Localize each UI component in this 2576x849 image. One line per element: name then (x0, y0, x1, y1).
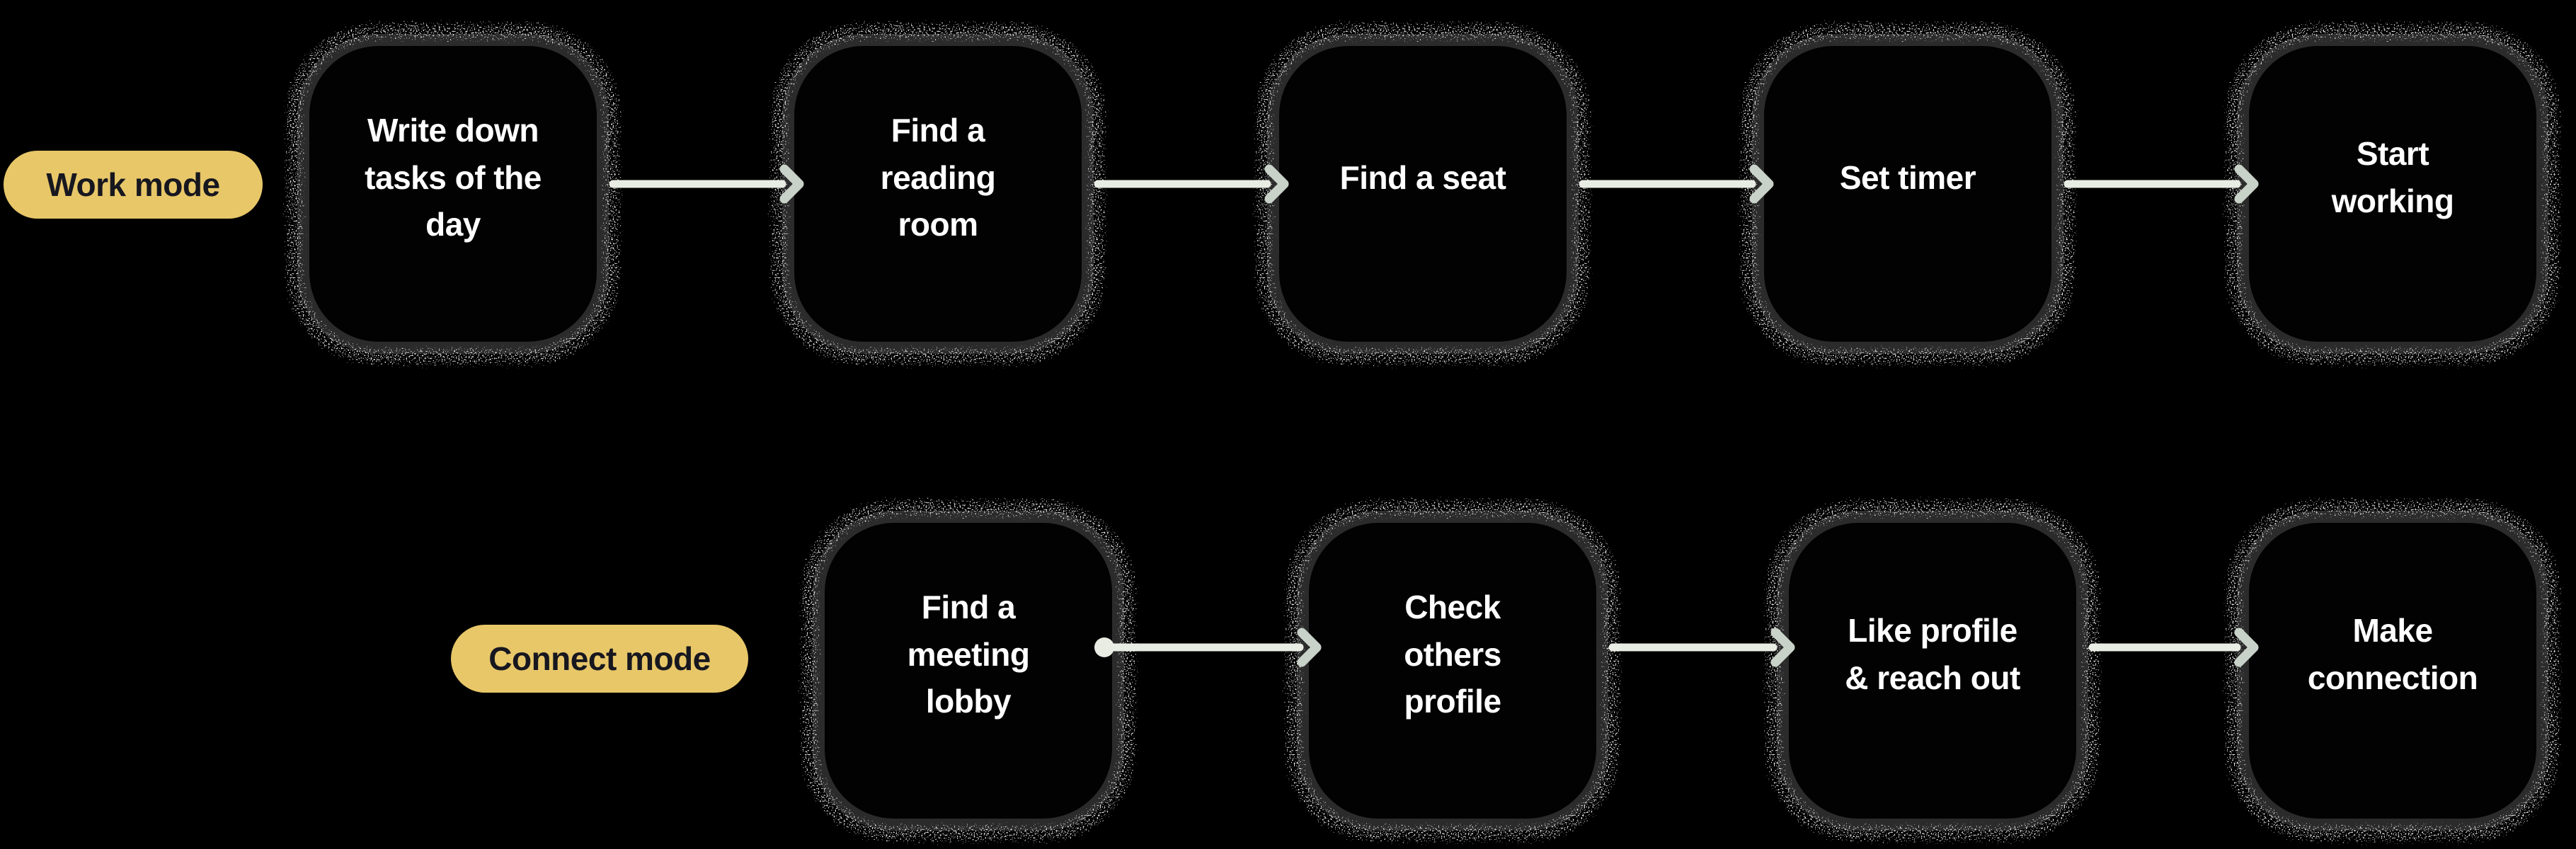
node-body: Write down tasks of the day (297, 34, 609, 354)
node-label: Find a reading room (880, 111, 996, 243)
badge-work-mode-label: Work mode (46, 166, 220, 203)
node-label: Start working (2331, 135, 2454, 219)
node-body: Set timer (1752, 34, 2063, 354)
node-label: Set timer (1839, 158, 1976, 196)
arrow-work-4 (2063, 164, 2259, 204)
arrow-work-3 (1579, 164, 1774, 204)
arrow-head-icon (1770, 628, 1795, 667)
node-body: Start working (2237, 34, 2548, 354)
arrow-connect-1 (1094, 628, 1322, 667)
node-find-meeting-lobby: Find a meeting lobby (794, 492, 1143, 849)
arrow-connect-3 (2088, 628, 2259, 667)
node-label: Write down tasks of the day (365, 111, 542, 243)
node-find-a-seat: Find a seat (1249, 16, 1597, 372)
node-body: Find a seat (1267, 34, 1579, 354)
node-start-working: Start working (2219, 16, 2567, 372)
arrow-head-icon (1264, 164, 1289, 204)
arrow-head-icon (1749, 164, 1774, 204)
node-find-reading-room: Find a reading room (764, 16, 1112, 372)
arrow-head-icon (2234, 628, 2259, 667)
node-body: Find a meeting lobby (813, 511, 1124, 831)
node-label: Check others profile (1404, 588, 1501, 720)
badge-connect-mode: Connect mode (451, 625, 748, 693)
arrow-work-1 (609, 164, 804, 204)
badge-connect-mode-label: Connect mode (488, 640, 711, 677)
arrow-connect-2 (1608, 628, 1795, 667)
node-label: Like profile & reach out (1845, 612, 2020, 696)
node-like-profile-reach-out: Like profile & reach out (1758, 492, 2107, 849)
arrow-head-icon (2234, 164, 2259, 204)
node-body: Make connection (2237, 511, 2548, 831)
node-label: Find a seat (1339, 158, 1506, 196)
node-body: Like profile & reach out (1777, 511, 2088, 831)
node-make-connection: Make connection (2219, 492, 2567, 849)
arrow-work-2 (1094, 164, 1289, 204)
arrow-head-icon (1297, 628, 1322, 667)
node-label: Find a meeting lobby (907, 588, 1030, 720)
node-write-down-tasks: Write down tasks of the day (279, 16, 627, 372)
badge-work-mode: Work mode (4, 151, 263, 219)
node-check-others-profile: Check others profile (1278, 492, 1627, 849)
node-label: Make connection (2307, 612, 2478, 696)
node-body: Check others profile (1297, 511, 1608, 831)
node-body: Find a reading room (782, 34, 1094, 354)
arrow-head-icon (779, 164, 804, 204)
node-set-timer: Set timer (1734, 16, 2082, 372)
